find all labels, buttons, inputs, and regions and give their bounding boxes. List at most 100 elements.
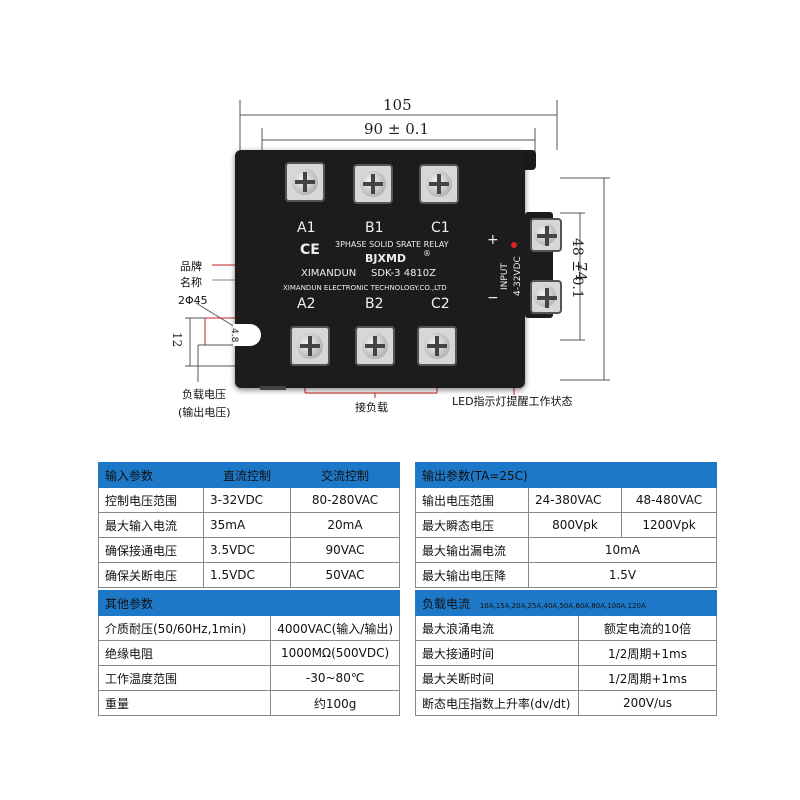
table-cell: 确保关断电压: [98, 562, 204, 588]
table-row: 输出电压范围 24-380VAC 48-480VAC: [415, 487, 717, 513]
header-cell: 交流控制: [290, 462, 400, 488]
table-cell: 最大浪涌电流: [415, 615, 579, 641]
table-cell: 200V/us: [578, 690, 717, 716]
screw-icon: [534, 285, 557, 308]
table-row: 确保接通电压 3.5VDC 90VAC: [98, 537, 400, 563]
hole-callout: 2Φ45: [178, 294, 208, 307]
label-a1: A1: [297, 220, 316, 236]
table-row: 工作温度范围 -30~80℃: [97, 665, 400, 691]
load-current-values: 10A,15A,20A,25A,40A,50A,60A,80A,100A,120…: [479, 601, 646, 610]
table-cell: 3-32VDC: [203, 487, 291, 513]
table-row: 绝缘电阻 1000MΩ(500VDC): [97, 640, 400, 666]
width-total-label: 105: [383, 96, 412, 114]
table-cell: 3.5VDC: [203, 537, 291, 563]
table-cell: 50VAC: [290, 562, 400, 588]
ce-mark: CE: [300, 242, 320, 258]
company-name: XIMANDUN ELECTRONIC TECHNOLOGY.CO.,LTD: [283, 284, 447, 292]
header-cell: 直流控制: [203, 462, 291, 488]
table-cell: 4000VAC(输入/输出): [270, 615, 400, 641]
table-cell: 10mA: [528, 537, 717, 563]
load-voltage-callout: 负载电压: [182, 388, 226, 401]
input-label: INPUT: [500, 263, 510, 290]
relay-device: 4.8 A1 B1 C1 A2 B2 C2 CE 3PHASE SOLID SR…: [229, 150, 562, 388]
table-cell: 工作温度范围: [97, 665, 272, 691]
table-cell: -30~80℃: [270, 665, 400, 691]
table-row: 断态电压指数上升率(dv/dt) 200V/us: [415, 690, 717, 716]
label-c2: C2: [431, 296, 450, 312]
table-row: 重量 约100g: [97, 690, 400, 716]
device-foot: [260, 386, 286, 390]
terminal-b2[interactable]: [355, 326, 395, 366]
table-row: 最大输出漏电流 10mA: [415, 537, 717, 563]
table-cell: 1/2周期+1ms: [578, 665, 717, 691]
table-header: 负载电流 10A,15A,20A,25A,40A,50A,60A,80A,100…: [415, 590, 717, 616]
table-cell: 24-380VAC: [528, 487, 622, 513]
table-cell: 1200Vpk: [621, 512, 717, 538]
plus-icon: +: [487, 232, 499, 248]
terminal-input-minus[interactable]: [530, 280, 562, 314]
height-mount-label: 48 ± 0.1: [569, 238, 585, 299]
table-header: 输入参数 直流控制 交流控制: [98, 462, 400, 488]
table-row: 最大输入电流 35mA 20mA: [98, 512, 400, 538]
table-cell: 1/2周期+1ms: [578, 640, 717, 666]
mount-hole: [233, 324, 261, 346]
other-params-table: 其他参数 介质耐压(50/60Hz,1min) 4000VAC(输入/输出) 绝…: [97, 590, 400, 716]
table-row: 最大接通时间 1/2周期+1ms: [415, 640, 717, 666]
led-indicator-icon: [511, 242, 517, 248]
header-cell: 输出参数(TA=25C): [415, 462, 717, 488]
hole-offset-label: 12: [170, 332, 184, 348]
terminal-a2[interactable]: [290, 326, 330, 366]
name-callout: 名称: [180, 276, 202, 289]
terminal-c1[interactable]: [419, 164, 459, 204]
table-cell: 约100g: [270, 690, 400, 716]
registered-mark: ®: [423, 249, 431, 258]
model-number: SDK-3 4810Z: [371, 268, 437, 279]
table-cell: 最大瞬态电压: [415, 512, 529, 538]
table-cell: 额定电流的10倍: [578, 615, 717, 641]
screw-icon: [292, 169, 318, 195]
screw-icon: [360, 171, 386, 197]
table-row: 最大输出电压降 1.5V: [415, 562, 717, 588]
brand-name: BJXMD: [365, 252, 407, 265]
load-current-title: 负载电流: [422, 596, 471, 611]
table-cell: 最大输出漏电流: [415, 537, 529, 563]
table-cell: 20mA: [290, 512, 400, 538]
minus-icon: −: [487, 290, 499, 306]
connect-load-callout: 接负载: [355, 401, 388, 414]
table-cell: 绝缘电阻: [97, 640, 272, 666]
table-cell: 输出电压范围: [415, 487, 529, 513]
screw-icon: [362, 333, 388, 359]
table-row: 最大关断时间 1/2周期+1ms: [415, 665, 717, 691]
width-mount-label: 90 ± 0.1: [364, 120, 430, 138]
load-current-table: 负载电流 10A,15A,20A,25A,40A,50A,60A,80A,100…: [415, 590, 717, 716]
table-cell: 重量: [97, 690, 272, 716]
table-cell: 最大关断时间: [415, 665, 579, 691]
table-row: 控制电压范围 3-32VDC 80-280VAC: [98, 487, 400, 513]
hole-size-label: 4.8: [229, 328, 239, 343]
table-cell: 80-280VAC: [290, 487, 400, 513]
table-row: 最大瞬态电压 800Vpk 1200Vpk: [415, 512, 717, 538]
table-cell: 断态电压指数上升率(dv/dt): [415, 690, 579, 716]
terminal-c2[interactable]: [417, 326, 457, 366]
table-cell: 1.5V: [528, 562, 717, 588]
table-row: 最大浪涌电流 额定电流的10倍: [415, 615, 717, 641]
product-line: 3PHASE SOLID SRATE RELAY: [335, 240, 449, 249]
input-range: 4-32VDC: [513, 256, 523, 296]
output-params-table: 输出参数(TA=25C) 输出电压范围 24-380VAC 48-480VAC …: [415, 462, 717, 588]
header-cell: 负载电流 10A,15A,20A,25A,40A,50A,60A,80A,100…: [415, 590, 717, 616]
label-b1: B1: [365, 220, 384, 236]
terminal-b1[interactable]: [353, 164, 393, 204]
table-cell: 48-480VAC: [621, 487, 717, 513]
screw-icon: [534, 223, 557, 246]
header-cell: 其他参数: [98, 590, 400, 616]
screw-icon: [426, 171, 452, 197]
table-header: 输出参数(TA=25C): [415, 462, 717, 488]
terminal-input-plus[interactable]: [530, 218, 562, 252]
header-cell: 输入参数: [98, 462, 204, 488]
table-cell: 90VAC: [290, 537, 400, 563]
brand-callout: 品牌: [180, 260, 202, 273]
terminal-a1[interactable]: [285, 162, 325, 202]
table-cell: 最大输出电压降: [415, 562, 529, 588]
maker-name: XIMANDUN: [301, 268, 357, 279]
led-callout: LED指示灯提醒工作状态: [452, 395, 573, 408]
